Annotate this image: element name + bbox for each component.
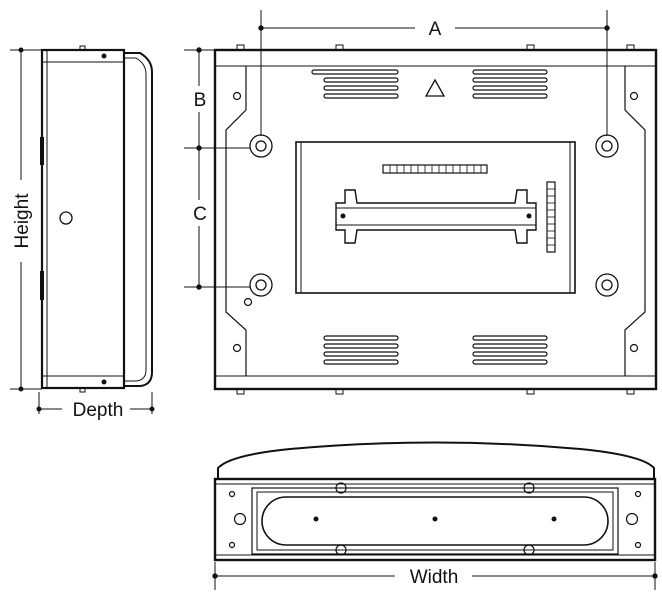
bottom-view xyxy=(213,441,657,562)
b-c-dimension xyxy=(184,47,250,290)
depth-label: Depth xyxy=(73,400,124,421)
b-label: B xyxy=(194,90,207,111)
width-dimension xyxy=(212,562,658,590)
a-dimension xyxy=(258,10,610,136)
front-view xyxy=(213,44,658,395)
depth-dimension xyxy=(36,392,155,414)
warning-triangle-icon xyxy=(424,78,446,97)
height-dimension xyxy=(10,47,42,392)
c-label: C xyxy=(193,204,207,225)
a-label: A xyxy=(429,19,442,40)
side-view xyxy=(40,45,153,393)
width-label: Width xyxy=(410,567,459,588)
height-label: Height xyxy=(12,193,33,249)
